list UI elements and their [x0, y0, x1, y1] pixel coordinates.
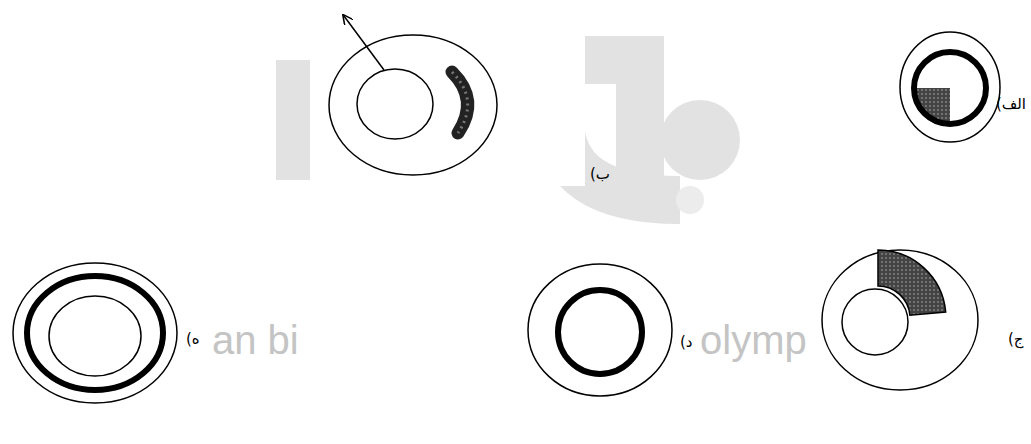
panel-label: ب)	[590, 165, 610, 183]
watermark-text: an bi	[212, 318, 299, 363]
panel-label: د)	[680, 333, 693, 351]
panel-label: ه)	[186, 330, 200, 348]
panel-label: الف)	[996, 95, 1026, 113]
panel-label: ج)	[1008, 330, 1024, 348]
watermark-text: olymp	[700, 318, 807, 363]
